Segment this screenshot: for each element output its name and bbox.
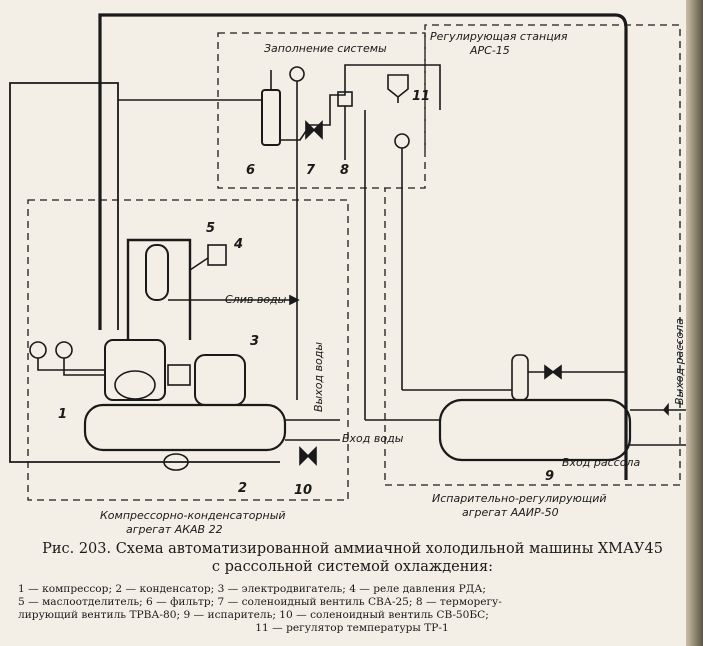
label-kk-2: агрегат АКАВ 22: [126, 523, 223, 536]
num-3: 3: [250, 334, 259, 349]
gauge-left-1: [29, 341, 47, 359]
label-kk-1: Компрессорно-конденсаторный: [100, 509, 286, 522]
liquid-line-left: [9, 82, 280, 463]
caption-line-2: с рассольной системой охлаждения:: [211, 559, 494, 575]
separator: [511, 354, 529, 401]
oil-separator-5: [145, 244, 169, 301]
evaporator-9: [438, 398, 632, 462]
legend-line-1: 1 — компрессор; 2 — конденсатор; 3 — эле…: [18, 583, 486, 595]
gauge-top: [289, 66, 305, 82]
label-station-2: АРС-15: [469, 44, 510, 57]
label-water-out: Выход воды: [312, 342, 325, 412]
num-1: 1: [58, 407, 67, 422]
label-ir-1: Испарительно-регулирующий: [432, 492, 607, 505]
num-5: 5: [206, 221, 215, 236]
num-6: 6: [246, 163, 255, 178]
num-9: 9: [545, 469, 554, 484]
label-brine-out: Выход рассола: [673, 318, 686, 405]
receiver: [163, 453, 189, 471]
pressure-relay-4: [207, 244, 227, 266]
label-station-1: Регулирующая станция: [430, 30, 568, 43]
num-8: 8: [340, 163, 349, 178]
condenser-2: [83, 403, 287, 452]
num-2: 2: [238, 481, 247, 496]
label-brine-in: Вход рассола: [562, 456, 640, 469]
num-10: 10: [294, 483, 312, 498]
filter-6: [261, 89, 281, 146]
figure-legend: 1 — компрессор; 2 — конденсатор; 3 — эле…: [18, 583, 686, 635]
num-4: 4: [233, 237, 243, 252]
gauge-left-2: [55, 341, 73, 359]
compressor-1: [104, 339, 166, 401]
num-11: 11: [412, 89, 430, 104]
gauge-station: [394, 133, 410, 149]
label-system-fill: Заполнение системы: [264, 42, 387, 55]
num-7: 7: [306, 163, 316, 178]
figure-caption: Рис. 203. Схема автоматизированной аммиа…: [20, 540, 685, 576]
motor-3: [194, 354, 246, 406]
valve-sv50: [544, 364, 562, 380]
legend-line-3: лирующий вентиль ТРВА-80; 9 — испаритель…: [18, 609, 489, 621]
legend-line-4: 11 — регулятор температуры ТР-1: [255, 622, 449, 634]
label-water-in: Вход воды: [342, 432, 404, 445]
kk-unit-boundary: [27, 199, 349, 501]
label-ir-2: агрегат ААИР-50: [462, 506, 559, 519]
legend-line-2: 5 — маслоотделитель; 6 — фильтр; 7 — сол…: [18, 596, 502, 608]
coupling: [167, 364, 191, 386]
valve-10: [299, 446, 317, 466]
scan-edge: [686, 0, 703, 646]
label-water-drain: Слив воды: [225, 293, 287, 306]
refrigeration-schematic: Заполнение системы Регулирующая станция …: [9, 13, 686, 536]
suction-line: [98, 13, 628, 480]
valve-7: [305, 120, 323, 140]
caption-line-1: Рис. 203. Схема автоматизированной аммиа…: [42, 541, 663, 557]
regulator-11: [387, 74, 409, 99]
